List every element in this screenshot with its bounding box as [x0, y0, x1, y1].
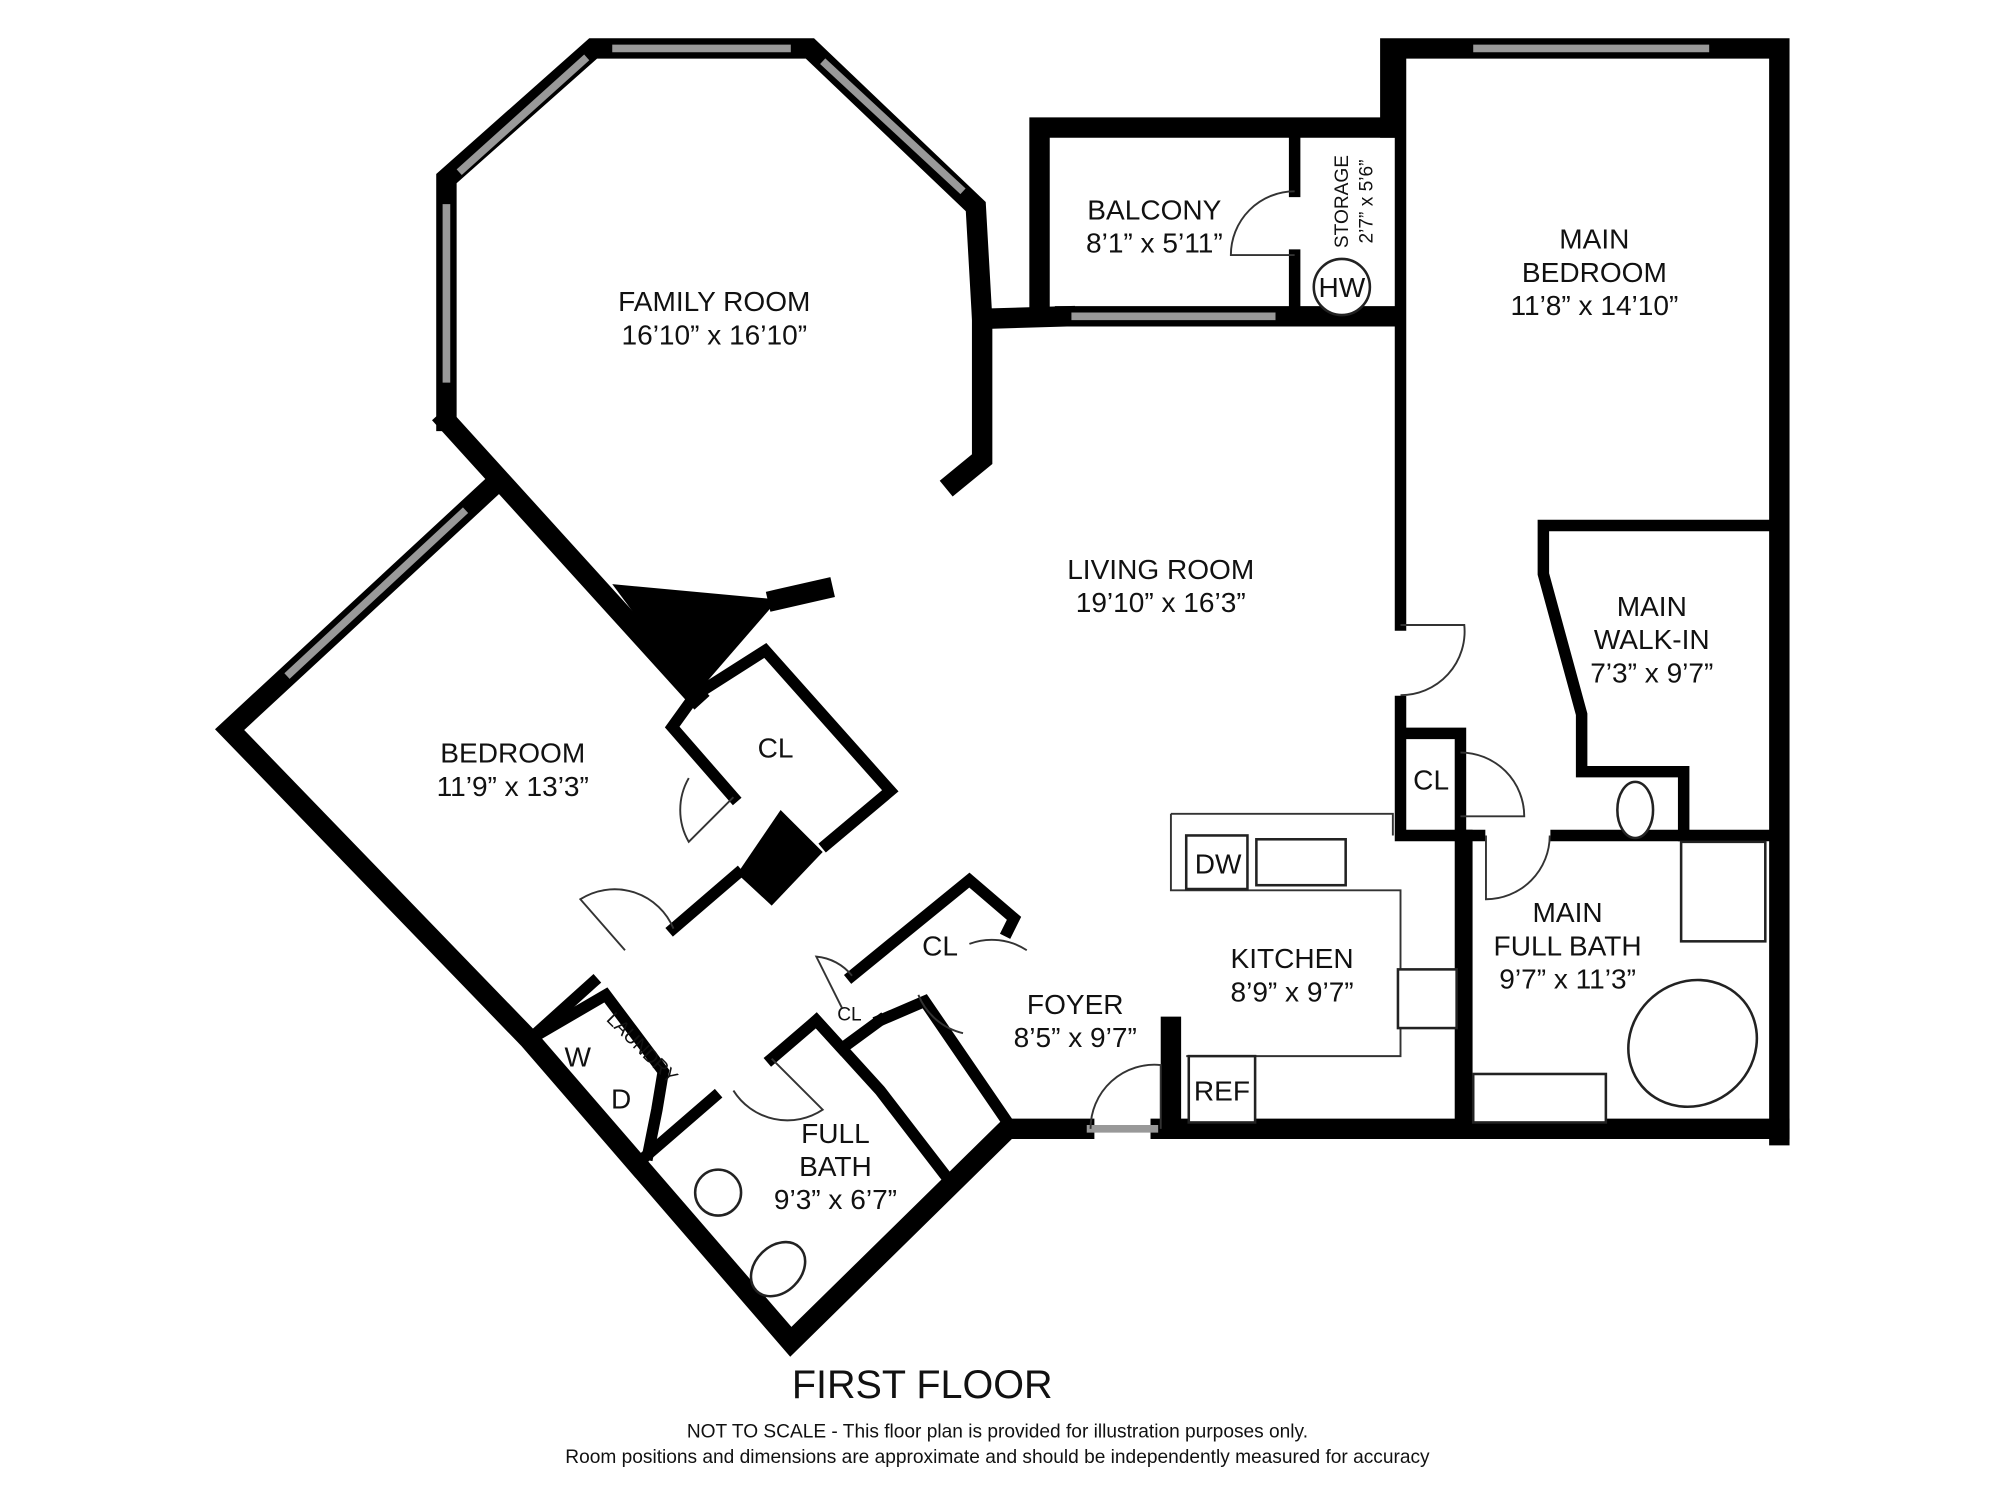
main-bath-size: 9’7” x 11’3”	[1499, 964, 1636, 995]
main-bath-label-2: FULL BATH	[1494, 930, 1642, 961]
doors	[578, 190, 1551, 1129]
kitchen-size: 8’9” x 9’7”	[1231, 976, 1354, 1007]
kitchen-sink	[1255, 838, 1347, 887]
main-bedroom-label-2: BEDROOM	[1522, 257, 1667, 288]
refrigerator	[1187, 1054, 1257, 1124]
room-labels: FAMILY ROOM 16’10” x 16’10” BALCONY 8’1”…	[437, 155, 1714, 1215]
refrigerator-label: REF	[1194, 1076, 1250, 1107]
walk-in-size: 7’3” x 9’7”	[1590, 657, 1713, 688]
toilet	[749, 1240, 807, 1298]
bedroom-closet-label: CL	[758, 733, 794, 764]
foyer-size: 8’5” x 9’7”	[1014, 1022, 1137, 1053]
full-bath-size: 9’3” x 6’7”	[774, 1184, 897, 1215]
hall-closet-label: CL	[1413, 765, 1449, 796]
bedroom-label: BEDROOM	[440, 738, 585, 769]
shower	[1679, 840, 1767, 943]
walk-in-label-2: WALK-IN	[1594, 624, 1710, 655]
family-room-label: FAMILY ROOM	[618, 286, 810, 317]
sink	[693, 1168, 743, 1217]
foyer-closet-label: CL	[922, 930, 958, 961]
double-vanity	[1471, 1072, 1608, 1124]
washer-label: W	[565, 1041, 592, 1072]
foyer-label: FOYER	[1027, 989, 1124, 1020]
family-room-size: 16’10” x 16’10”	[622, 319, 808, 350]
kitchen-label: KITCHEN	[1231, 943, 1354, 974]
main-bedroom-label: MAIN	[1559, 224, 1629, 255]
walls	[215, 38, 1790, 1357]
storage-label: STORAGE	[1332, 155, 1353, 248]
water-heater-label: HW	[1318, 272, 1365, 303]
fixtures: HW DW REF W D	[565, 257, 1767, 1298]
main-bath-label: MAIN	[1533, 897, 1603, 928]
bedroom-size: 11’9” x 13’3”	[437, 771, 589, 802]
full-bath-label: FULL	[801, 1118, 870, 1149]
living-room-size: 19’10” x 16’3”	[1076, 587, 1246, 618]
balcony-label: BALCONY	[1087, 194, 1221, 225]
windows	[284, 44, 1710, 1133]
storage-size: 2’7” x 5’6”	[1356, 160, 1377, 244]
full-bath-label-2: BATH	[799, 1151, 872, 1182]
water-heater	[1312, 257, 1372, 317]
walk-in-label: MAIN	[1617, 591, 1687, 622]
floor-title: FIRST FLOOR	[792, 1363, 1053, 1407]
disclaimer-line-2: Room positions and dimensions are approx…	[565, 1447, 1430, 1468]
laundry-label: LAUNDRY	[602, 1009, 681, 1088]
living-room-label: LIVING ROOM	[1067, 554, 1254, 585]
structural-column	[612, 584, 779, 696]
main-bedroom-size: 11’8” x 14’10”	[1510, 290, 1678, 321]
toilet	[1616, 780, 1655, 840]
dryer-label: D	[611, 1083, 631, 1114]
stove	[1396, 968, 1458, 1030]
balcony-size: 8’1” x 5’11”	[1086, 228, 1223, 259]
disclaimer-line-1: NOT TO SCALE - This floor plan is provid…	[687, 1421, 1308, 1442]
structural-column	[737, 809, 823, 906]
dishwasher	[1184, 834, 1249, 891]
bathtub	[1627, 978, 1759, 1109]
bath-closet-label: CL	[837, 1004, 861, 1025]
dishwasher-label: DW	[1195, 849, 1242, 880]
